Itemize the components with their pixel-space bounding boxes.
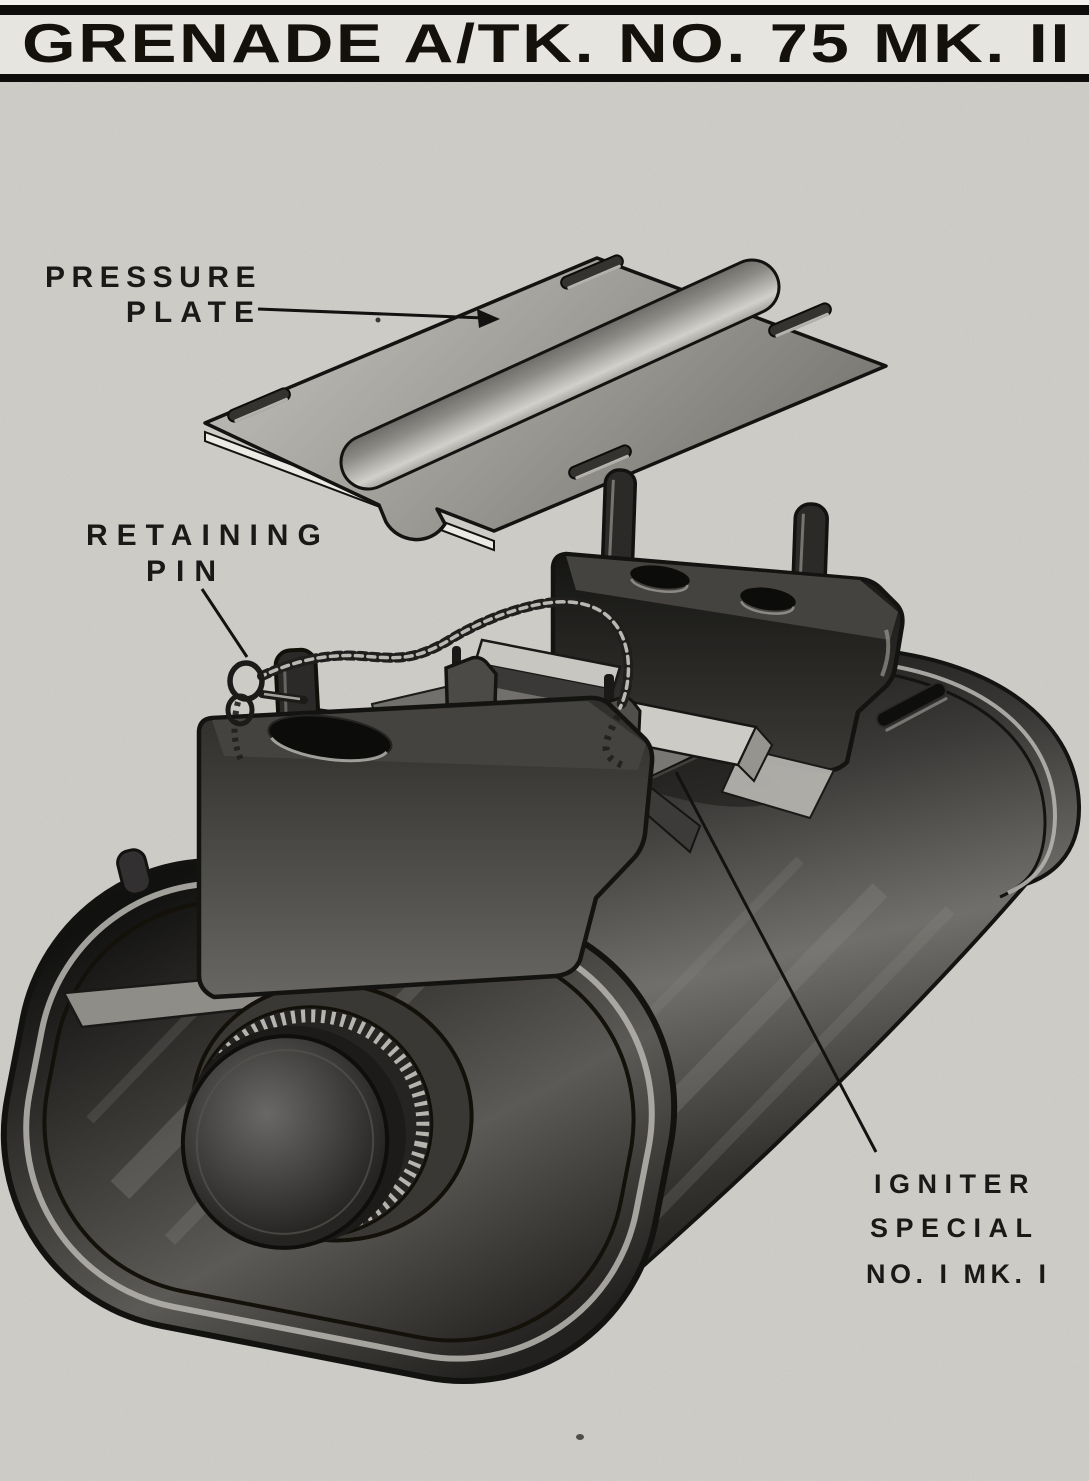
rear-bracket-slot xyxy=(740,587,796,615)
banner-top-rule xyxy=(0,5,1089,15)
pressure-plate-ridge xyxy=(342,261,778,488)
figure-labels: PRESSURE PLATE RETAINING PIN IGNITER SPE… xyxy=(45,261,1051,1289)
plate-slot xyxy=(227,387,291,423)
label-retaining-pin-line1: RETAINING xyxy=(86,519,330,552)
label-pressure-plate-line2: PLATE xyxy=(126,296,262,329)
grenade-body-illustration xyxy=(0,649,1082,1385)
rear-bracket-edge-highlight xyxy=(880,629,891,677)
body-end-seam-light xyxy=(891,664,1058,895)
label-pressure-plate: PRESSURE PLATE xyxy=(45,261,262,329)
front-bracket-housing xyxy=(196,695,655,1000)
label-pressure-plate-line1: PRESSURE xyxy=(45,261,262,294)
front-bracket xyxy=(116,647,655,1000)
page-title: GRENADE A/TK. NO. 75 MK. II xyxy=(22,12,1072,74)
arrowhead xyxy=(477,309,500,328)
cap-face xyxy=(180,1034,390,1250)
banner-band xyxy=(0,15,1089,74)
plate-slot xyxy=(568,444,632,480)
pressure-plate-illustration xyxy=(203,254,888,552)
front-bracket-slot xyxy=(267,714,393,763)
leader-lines xyxy=(200,307,878,1153)
label-retaining-pin-line2: PIN xyxy=(146,555,226,588)
chain-run-highlight xyxy=(260,600,631,710)
pin-ring xyxy=(225,693,255,727)
rear-bracket-slot xyxy=(630,565,690,593)
label-igniter-line1: IGNITER xyxy=(874,1169,1036,1199)
label-retaining-pin: RETAINING PIN xyxy=(86,519,330,588)
label-igniter-line2: SPECIAL xyxy=(870,1213,1040,1243)
chain-tail xyxy=(231,701,245,764)
banner-bottom-rule xyxy=(0,74,1089,82)
label-igniter-line3: NO. I MK. I xyxy=(866,1259,1051,1289)
filler-cap xyxy=(180,981,474,1250)
banner-top-margin xyxy=(0,0,1089,5)
leader-retaining-pin xyxy=(200,588,249,658)
front-bracket-foot xyxy=(116,848,152,896)
igniter-block-side xyxy=(736,725,774,783)
plate-slot xyxy=(768,302,832,338)
igniter-pin xyxy=(604,674,614,702)
print-speck xyxy=(375,317,381,323)
retaining-pin-illustration xyxy=(225,660,308,727)
label-igniter: IGNITER SPECIAL NO. I MK. I xyxy=(866,1169,1051,1289)
pin-shaft-highlight xyxy=(263,692,301,701)
title-banner: GRENADE A/TK. NO. 75 MK. II xyxy=(0,0,1089,82)
print-speck xyxy=(576,1434,584,1440)
chain xyxy=(231,596,634,770)
leader-igniter xyxy=(674,771,878,1153)
plate-slot xyxy=(560,254,624,290)
cap-face-ring xyxy=(195,1049,375,1235)
leader-pressure-plate xyxy=(257,307,500,328)
chain-hidden-run xyxy=(602,714,626,770)
body-top-slot xyxy=(875,681,948,732)
